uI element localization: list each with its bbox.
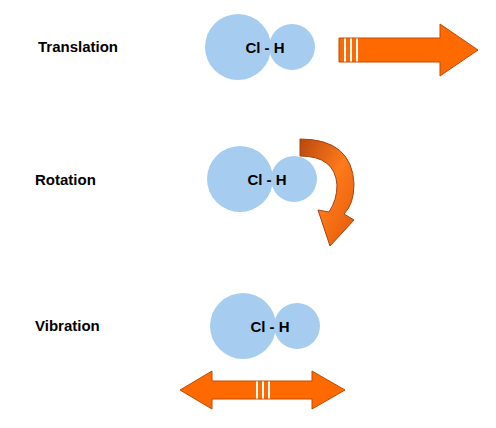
- molecule-formula: Cl - H: [215, 292, 325, 360]
- translation-arrow: [339, 24, 478, 76]
- vibration-arrow: [180, 371, 345, 409]
- motion-label: Rotation: [35, 171, 96, 188]
- molecule-formula: Cl - H: [210, 13, 320, 81]
- molecule-shape: Cl - H: [206, 145, 322, 213]
- molecule-shape: Cl - H: [204, 13, 320, 81]
- motion-label: Translation: [38, 38, 118, 55]
- molecule-shape: Cl - H: [209, 292, 325, 360]
- motion-label: Vibration: [35, 317, 100, 334]
- molecule-formula: Cl - H: [212, 145, 322, 213]
